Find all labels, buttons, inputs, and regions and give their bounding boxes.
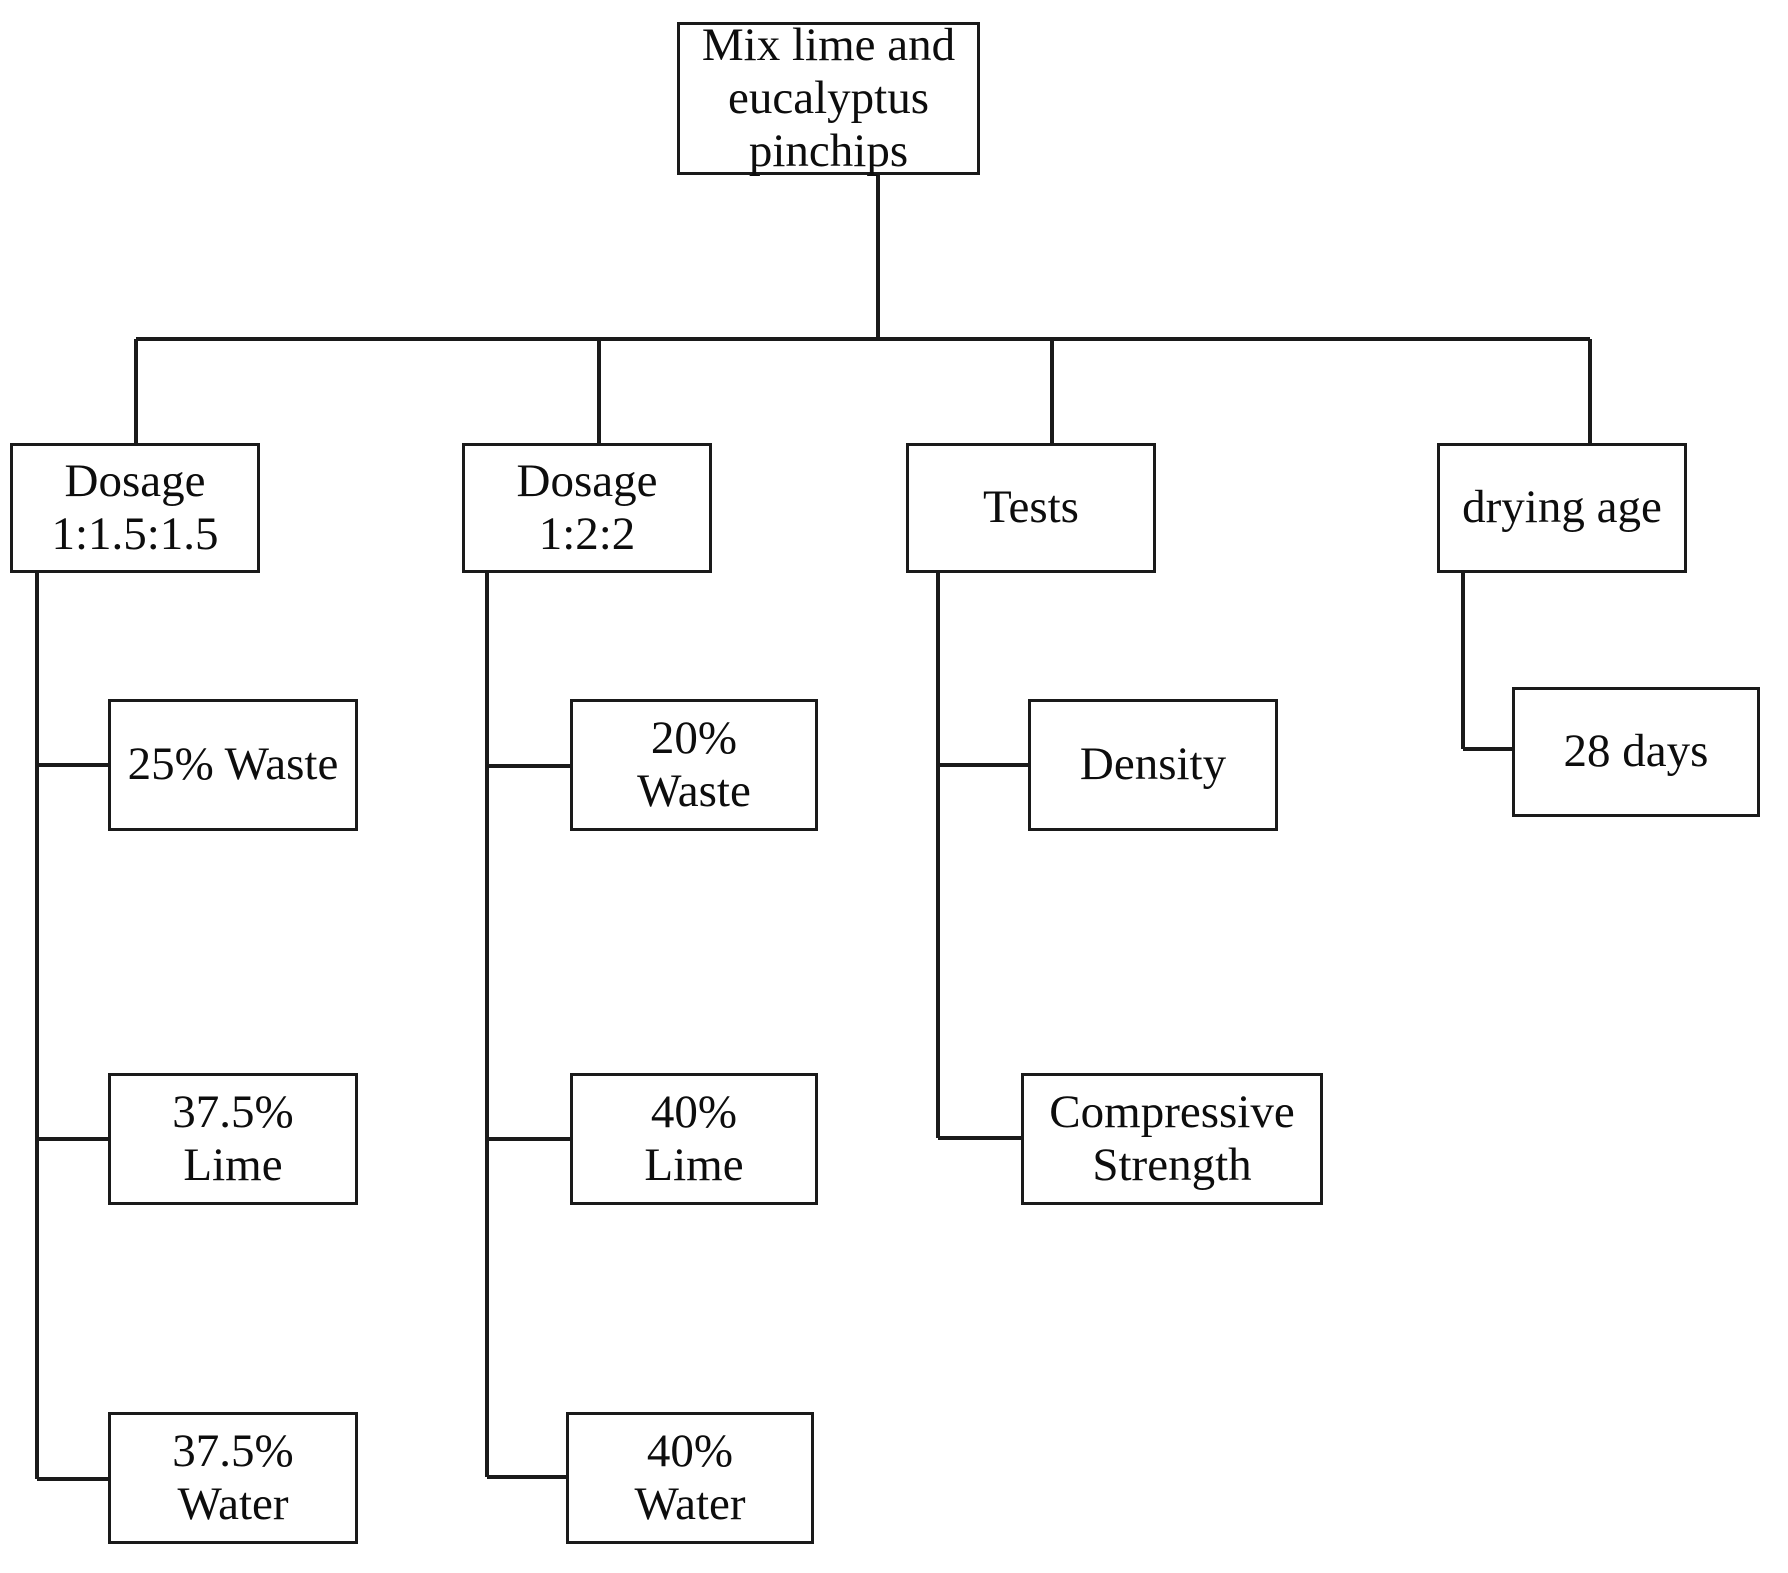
node-dosage-2-lime-label: 40% Lime [644,1085,744,1191]
node-drying-age-28days-label: 28 days [1563,725,1709,778]
node-tests-compressive[interactable]: Compressive Strength [1021,1073,1323,1205]
node-drying-age[interactable]: drying age [1437,443,1687,573]
node-dosage-2-waste[interactable]: 20% Waste [570,699,818,831]
node-dosage-1[interactable]: Dosage 1:1.5:1.5 [10,443,260,573]
node-drying-age-28days[interactable]: 28 days [1512,687,1760,817]
node-drying-age-label: drying age [1462,481,1662,534]
node-tests-label: Tests [983,481,1079,534]
node-dosage-1-waste[interactable]: 25% Waste [108,699,358,831]
node-dosage-1-lime-label: 37.5% Lime [172,1085,294,1191]
node-tests[interactable]: Tests [906,443,1156,573]
node-dosage-2-waste-label: 20% Waste [637,711,751,817]
node-dosage-2-water-label: 40% Water [634,1424,746,1530]
node-tests-density[interactable]: Density [1028,699,1278,831]
node-dosage-1-water[interactable]: 37.5% Water [108,1412,358,1544]
node-dosage-1-label: Dosage 1:1.5:1.5 [51,454,219,560]
node-tests-compressive-label: Compressive Strength [1049,1085,1295,1191]
node-dosage-1-lime[interactable]: 37.5% Lime [108,1073,358,1205]
node-tests-density-label: Density [1079,738,1227,791]
node-root[interactable]: Mix lime and eucalyptus pinchips [677,18,980,178]
node-dosage-1-waste-label: 25% Waste [127,738,339,791]
node-dosage-1-water-label: 37.5% Water [172,1424,294,1530]
node-dosage-2-water[interactable]: 40% Water [566,1412,814,1544]
node-dosage-2[interactable]: Dosage 1:2:2 [462,443,712,573]
node-root-label: Mix lime and eucalyptus pinchips [701,18,956,178]
node-dosage-2-lime[interactable]: 40% Lime [570,1073,818,1205]
node-dosage-2-label: Dosage 1:2:2 [516,454,658,560]
